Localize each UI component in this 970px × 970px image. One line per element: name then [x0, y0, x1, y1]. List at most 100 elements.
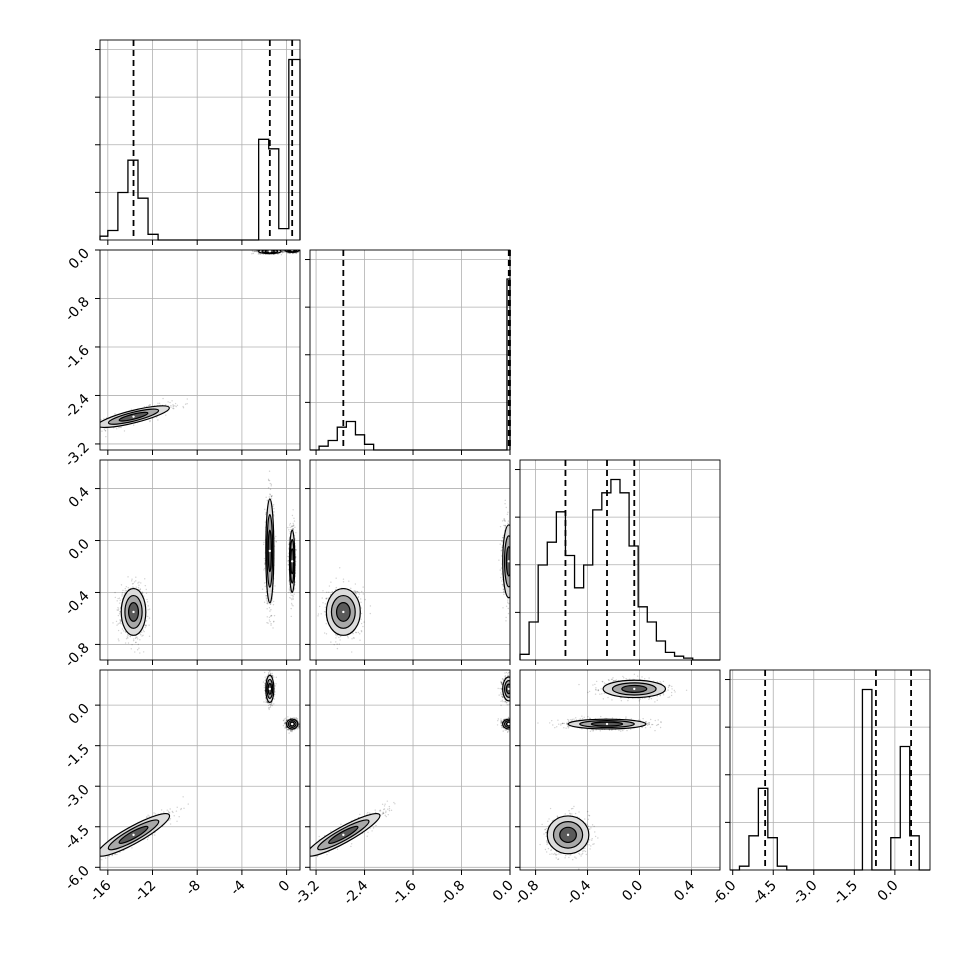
- scatter-point: [121, 595, 123, 597]
- scatter-point: [96, 426, 97, 427]
- scatter-point: [255, 250, 257, 253]
- scatter-point: [293, 248, 294, 249]
- scatter-point: [142, 629, 144, 631]
- scatter-point: [289, 530, 291, 533]
- scatter-point: [101, 430, 103, 432]
- axes-frame: [99, 249, 301, 451]
- scatter-point: [291, 248, 292, 249]
- scatter-point: [265, 599, 268, 601]
- scatter-point: [135, 641, 137, 644]
- scatter-point: [293, 248, 294, 249]
- scatter-point: [117, 606, 119, 609]
- scatter-point: [296, 248, 297, 249]
- scatter-point: [132, 582, 134, 585]
- scatter-point: [135, 586, 137, 588]
- scatter-point: [129, 635, 132, 638]
- scatter-point: [290, 597, 292, 600]
- scatter-point: [273, 247, 274, 248]
- scatter-point: [268, 607, 271, 609]
- scatter-point: [273, 620, 275, 623]
- scatter-point: [298, 248, 299, 249]
- scatter-point: [95, 424, 96, 425]
- scatter-point: [288, 591, 290, 594]
- scatter-point: [133, 581, 136, 583]
- scatter-point: [294, 248, 295, 249]
- scatter-point: [290, 526, 293, 528]
- scatter-point: [294, 248, 295, 249]
- scatter-point: [290, 248, 291, 249]
- scatter-point: [293, 248, 294, 249]
- scatter-point: [162, 397, 164, 400]
- scatter-point: [290, 247, 291, 248]
- scatter-point: [272, 621, 275, 623]
- scatter-point: [268, 479, 271, 482]
- scatter-point: [281, 250, 283, 253]
- scatter-point: [291, 247, 292, 248]
- scatter-point: [121, 591, 124, 594]
- scatter-point: [290, 248, 291, 249]
- scatter-point: [287, 252, 289, 254]
- scatter-point: [133, 638, 135, 640]
- scatter-point: [293, 248, 294, 249]
- scatter-point: [293, 248, 294, 249]
- scatter-group: [112, 470, 297, 654]
- scatter-point: [131, 643, 133, 646]
- scatter-point: [127, 634, 129, 637]
- scatter-point: [95, 427, 96, 428]
- scatter-point: [269, 494, 272, 496]
- scatter-point: [165, 414, 167, 416]
- scatter-point: [291, 247, 292, 248]
- scatter-point: [119, 426, 121, 428]
- scatter-point: [141, 635, 143, 637]
- scatter-point: [289, 248, 290, 249]
- scatter-point: [289, 247, 290, 248]
- scatter-point: [291, 248, 292, 249]
- scatter-point: [293, 247, 294, 248]
- scatter-point: [141, 591, 143, 593]
- scatter-point: [289, 247, 290, 248]
- scatter-point: [301, 249, 302, 250]
- scatter-point: [292, 248, 293, 249]
- scatter-point: [292, 247, 293, 248]
- scatter-point: [169, 401, 171, 404]
- scatter-point: [270, 495, 273, 497]
- grid-lines: [732, 670, 896, 870]
- scatter-point: [294, 248, 295, 249]
- scatter-point: [116, 600, 118, 602]
- scatter-point: [291, 248, 292, 249]
- scatter-point: [141, 592, 144, 595]
- scatter-point: [291, 247, 292, 248]
- scatter-point: [289, 248, 290, 249]
- scatter-point: [145, 592, 148, 595]
- scatter-point: [266, 601, 268, 603]
- scatter-point: [114, 591, 116, 594]
- scatter-point: [267, 602, 269, 604]
- scatter-point: [89, 430, 90, 431]
- scatter-point: [269, 248, 270, 249]
- scatter-point: [144, 624, 147, 627]
- scatter-point: [277, 248, 278, 249]
- scatter-point: [270, 483, 273, 485]
- scatter-point: [114, 413, 116, 415]
- scatter-point: [294, 247, 295, 248]
- scatter-point: [288, 246, 289, 247]
- scatter-point: [294, 247, 295, 248]
- scatter-point: [295, 248, 296, 249]
- scatter-point: [130, 408, 133, 410]
- scatter-point: [259, 253, 261, 255]
- scatter-point: [289, 247, 290, 248]
- scatter-point: [135, 580, 137, 582]
- scatter-point: [272, 248, 273, 249]
- scatter-point: [265, 248, 266, 249]
- scatter-point: [278, 247, 279, 248]
- scatter-point: [288, 247, 289, 248]
- scatter-point: [293, 248, 294, 249]
- scatter-point: [292, 248, 293, 249]
- scatter-point: [286, 248, 287, 249]
- scatter-point: [175, 405, 177, 408]
- scatter-point: [275, 541, 278, 543]
- scatter-point: [117, 608, 120, 610]
- scatter-point: [144, 578, 146, 580]
- scatter-point: [290, 602, 293, 605]
